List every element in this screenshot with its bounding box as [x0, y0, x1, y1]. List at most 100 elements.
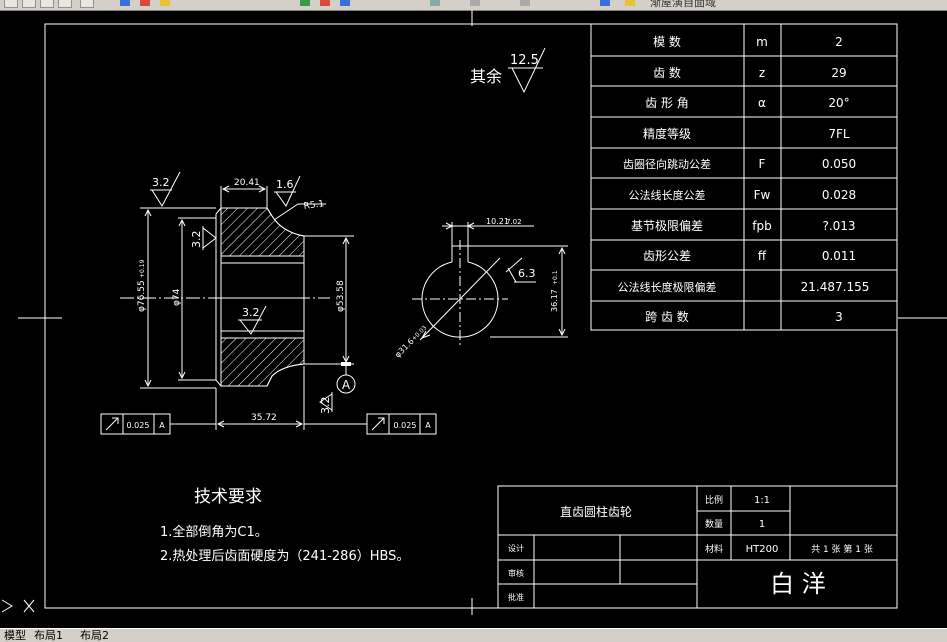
- svg-text:其余: 其余: [470, 67, 502, 86]
- roughness-hub: 3.2: [319, 392, 333, 414]
- roughness-other: 其余 12.5: [470, 47, 546, 94]
- table-row-name: 齿 形 角: [645, 96, 689, 110]
- table-row-value: 21.487.155: [801, 280, 870, 294]
- toolbar-button-2[interactable]: [22, 0, 36, 8]
- table-row-name: 基节极限偏差: [631, 218, 703, 233]
- cad-drawing-canvas[interactable]: 其余 12.5: [0, 10, 947, 628]
- svg-text:7.02: 7.02: [506, 218, 522, 226]
- table-row-symbol: m: [756, 35, 768, 49]
- table-row-name: 跨 齿 数: [645, 309, 689, 324]
- svg-text:φ74: φ74: [172, 288, 182, 306]
- approver-label: 批准: [508, 592, 524, 602]
- svg-text:φ76.55: φ76.55: [137, 280, 147, 312]
- toolbar-icon-green[interactable]: [300, 0, 310, 6]
- drawing-border: [44, 23, 898, 609]
- table-row-symbol: α: [758, 96, 766, 110]
- tab-layout1[interactable]: 布局1: [34, 629, 63, 642]
- layout-tabs-bar: 模型 布局1 布局2: [0, 628, 947, 642]
- table-row-value: 0.028: [822, 188, 856, 202]
- table-row-name: 齿形公差: [643, 249, 691, 263]
- toolbar-icon-zoom[interactable]: [320, 0, 330, 6]
- svg-text:1.6: 1.6: [276, 178, 294, 191]
- table-row-name: 齿圈径向跳动公差: [623, 157, 711, 171]
- table-row-name: 模 数: [653, 34, 681, 49]
- toolbar-icon-red[interactable]: [140, 0, 150, 6]
- table-row-value: 0.011: [822, 249, 856, 263]
- section-dimensions: 20.41 R5.1 φ76.55 +0.19 φ74 φ53.58 35.72: [137, 178, 346, 423]
- toolbar-icon-yellow[interactable]: [160, 0, 170, 6]
- layer-name[interactable]: 渐屋演自面域: [650, 0, 716, 9]
- svg-text:3.2: 3.2: [242, 306, 260, 319]
- ucs-icon: [1, 599, 35, 613]
- tab-layout2[interactable]: 布局2: [80, 629, 109, 642]
- svg-text:35.72: 35.72: [251, 413, 277, 423]
- toolbar-button-1[interactable]: [4, 0, 18, 8]
- table-row-name: 精度等级: [643, 126, 691, 141]
- toolbar: 渐屋演自面域: [0, 0, 947, 11]
- toolbar-icon-props[interactable]: [430, 0, 440, 6]
- tolerance-value-left: 0.025: [127, 421, 150, 430]
- table-row-value: 2: [835, 35, 843, 49]
- svg-text:10.21: 10.21: [486, 217, 509, 226]
- table-row-value: 20°: [828, 96, 849, 110]
- svg-text:φ53.58: φ53.58: [336, 280, 346, 312]
- svg-text:+0.19: +0.19: [139, 259, 146, 278]
- toolbar-icon-layer-state[interactable]: [600, 0, 610, 6]
- table-row-value: 29: [831, 66, 846, 80]
- toolbar-icon-layers[interactable]: [470, 0, 480, 6]
- scale-label: 比例: [705, 494, 723, 506]
- designer-label: 设计: [508, 543, 524, 553]
- tech-req-line: 2.热处理后齿面硬度为（241-286）HBS。: [160, 548, 409, 564]
- toolbar-button-5[interactable]: [80, 0, 94, 8]
- roughness-keyway: 6.3: [505, 257, 536, 283]
- table-row-symbol: Fw: [754, 188, 771, 202]
- tab-model[interactable]: 模型: [4, 629, 26, 642]
- table-row-value: ?.013: [822, 219, 855, 233]
- checker-label: 审核: [508, 568, 524, 578]
- svg-text:A: A: [342, 378, 351, 392]
- table-row-symbol: ff: [758, 249, 767, 263]
- tolerance-datum-left: A: [159, 421, 165, 430]
- material-value: HT200: [746, 544, 779, 555]
- title-block: [497, 485, 898, 609]
- part-name: 直齿圆柱齿轮: [560, 504, 632, 519]
- datum-a: A: [336, 362, 356, 394]
- table-row-symbol: z: [759, 66, 765, 80]
- tolerance-frame-left: [100, 413, 216, 435]
- tolerance-value-right: 0.025: [394, 421, 417, 430]
- roughness-bore: 3.2: [238, 305, 267, 335]
- tolerance-frame-right: [304, 413, 437, 435]
- table-row-name: 公法线长度极限偏差: [618, 280, 717, 294]
- table-row-symbol: F: [759, 157, 766, 171]
- toolbar-icon-blue[interactable]: [120, 0, 130, 6]
- svg-text:36.17: 36.17: [550, 289, 559, 312]
- tech-req-line: 1.全部倒角为C1。: [160, 524, 268, 540]
- table-row-name: 齿 数: [653, 65, 681, 80]
- svg-text:12.5: 12.5: [510, 53, 539, 68]
- keyway-dimensions: 10.21 7.02 36.17 +0.1 φ31.6 +0.03: [393, 217, 559, 359]
- table-row-value: 7FL: [828, 127, 850, 141]
- toolbar-icon-calc[interactable]: [520, 0, 530, 6]
- company-name: 白 洋: [770, 570, 826, 598]
- scale-value: 1:1: [754, 495, 770, 506]
- sheet-info: 共 1 张 第 1 张: [811, 543, 873, 555]
- svg-text:+0.1: +0.1: [552, 270, 559, 285]
- material-label: 材料: [705, 543, 723, 555]
- toolbar-icon-light[interactable]: [625, 0, 635, 6]
- toolbar-icon-pan[interactable]: [340, 0, 350, 6]
- toolbar-button-4[interactable]: [58, 0, 72, 8]
- gear-table-rows: 模 数 m 2 齿 数 z 29 齿 形 角 α 20° 精度等级 7FL 齿圈…: [618, 34, 870, 324]
- toolbar-button-3[interactable]: [40, 0, 54, 8]
- svg-text:3.2: 3.2: [190, 231, 203, 249]
- gear-parameter-table: [590, 23, 898, 331]
- qty-label: 数量: [705, 518, 723, 530]
- table-row-value: 0.050: [822, 157, 856, 171]
- svg-text:6.3: 6.3: [518, 267, 536, 280]
- svg-text:R5.1: R5.1: [303, 199, 325, 212]
- roughness-left-top: 3.2: [150, 171, 181, 208]
- table-row-symbol: fpb: [752, 219, 771, 233]
- svg-text:3.2: 3.2: [152, 176, 170, 189]
- roughness-left-side: 3.2: [190, 226, 217, 250]
- svg-text:20.41: 20.41: [234, 178, 260, 188]
- table-row-value: 3: [835, 310, 843, 324]
